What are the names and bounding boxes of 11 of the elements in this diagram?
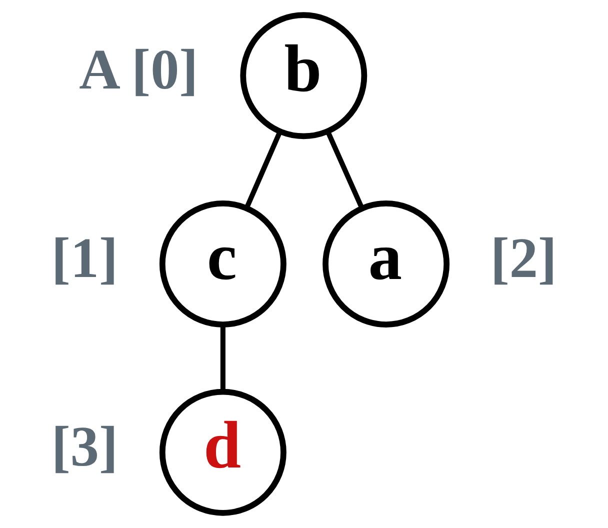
node-circle: b <box>240 12 367 140</box>
node-label: [1] <box>50 226 118 290</box>
node-circle: c <box>158 200 286 328</box>
node-circle: a <box>322 200 450 328</box>
node-label: [3] <box>50 415 118 478</box>
connector <box>324 130 364 209</box>
node-circle: d <box>158 388 286 516</box>
node-label: A [0] <box>78 38 198 102</box>
node-label: [2] <box>490 226 556 290</box>
connector <box>244 130 282 210</box>
connector <box>220 324 225 392</box>
